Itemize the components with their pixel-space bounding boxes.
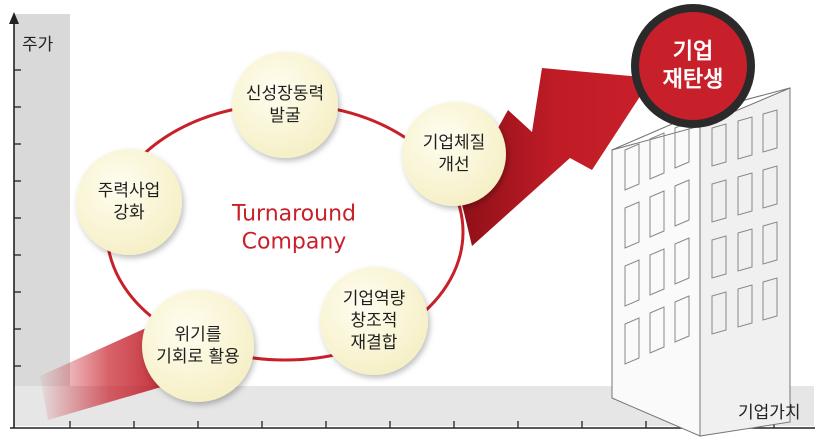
node-label-line: 주력사업: [97, 180, 161, 201]
x-axis-label: 기업가치: [738, 403, 801, 423]
building-window: [711, 291, 727, 335]
building-window: [649, 306, 665, 354]
node-label-line: 창조적: [350, 310, 398, 331]
building-window: [762, 221, 778, 265]
building-window: [737, 228, 753, 272]
center-label: Turnaround Company: [232, 201, 356, 256]
building-window: [711, 123, 727, 167]
result-label-line1: 기업: [672, 39, 714, 65]
building-window: [624, 201, 640, 249]
building-window: [711, 235, 727, 279]
building-window: [624, 143, 640, 191]
outgoing-arrow: [460, 68, 652, 246]
y-axis-label: 주가: [22, 35, 54, 55]
building-window: [762, 165, 778, 209]
node-label-line: 재결합: [350, 333, 398, 354]
result-label-line2: 재탄생: [662, 67, 724, 92]
node-label-line: 신성장동력: [245, 83, 325, 104]
building-window: [624, 317, 640, 365]
building-window: [737, 172, 753, 216]
center-label-line2: Company: [241, 229, 347, 254]
center-label-line1: Turnaround: [232, 201, 356, 227]
node-label-bottom-right: 기업역량 창조적 재결합: [343, 288, 406, 354]
result-badge: [639, 12, 747, 120]
node-circle-right: [402, 102, 506, 206]
building-window: [674, 237, 690, 285]
node-circle-bottom-right: [320, 267, 428, 375]
building-window: [649, 248, 665, 296]
building-window: [674, 179, 690, 227]
building-window: [737, 116, 753, 160]
building-window: [762, 277, 778, 321]
node-label-top: 신성장동력 발굴: [246, 83, 324, 127]
node-circle-bottom-left: [142, 290, 254, 402]
building-window: [711, 179, 727, 223]
node-label-line: 발굴: [269, 106, 301, 126]
building-window: [624, 259, 640, 307]
building-window: [649, 132, 665, 180]
node-label-line: 강화: [113, 203, 145, 223]
building-window: [737, 284, 753, 328]
result-label: 기업 재탄생: [663, 39, 724, 94]
node-label-line: 위기를: [174, 324, 222, 345]
building-window: [762, 109, 778, 153]
node-circle-top: [232, 52, 338, 158]
building-window: [649, 190, 665, 238]
y-axis-arrow-icon: [9, 12, 19, 24]
node-label-line: 기회로 활용: [156, 347, 240, 367]
y-axis-band: [14, 14, 70, 426]
node-label-line: 개선: [438, 155, 470, 175]
node-label-right: 기업체질 개선: [423, 132, 486, 176]
node-label-line: 기업역량: [342, 288, 406, 309]
building-window: [674, 295, 690, 343]
node-label-line: 기업체질: [422, 132, 486, 153]
node-label-left: 주력사업 강화: [98, 180, 161, 224]
node-label-bottom-left: 위기를 기회로 활용: [156, 324, 240, 368]
building-icon: [611, 87, 791, 437]
node-circle-left: [76, 149, 182, 255]
